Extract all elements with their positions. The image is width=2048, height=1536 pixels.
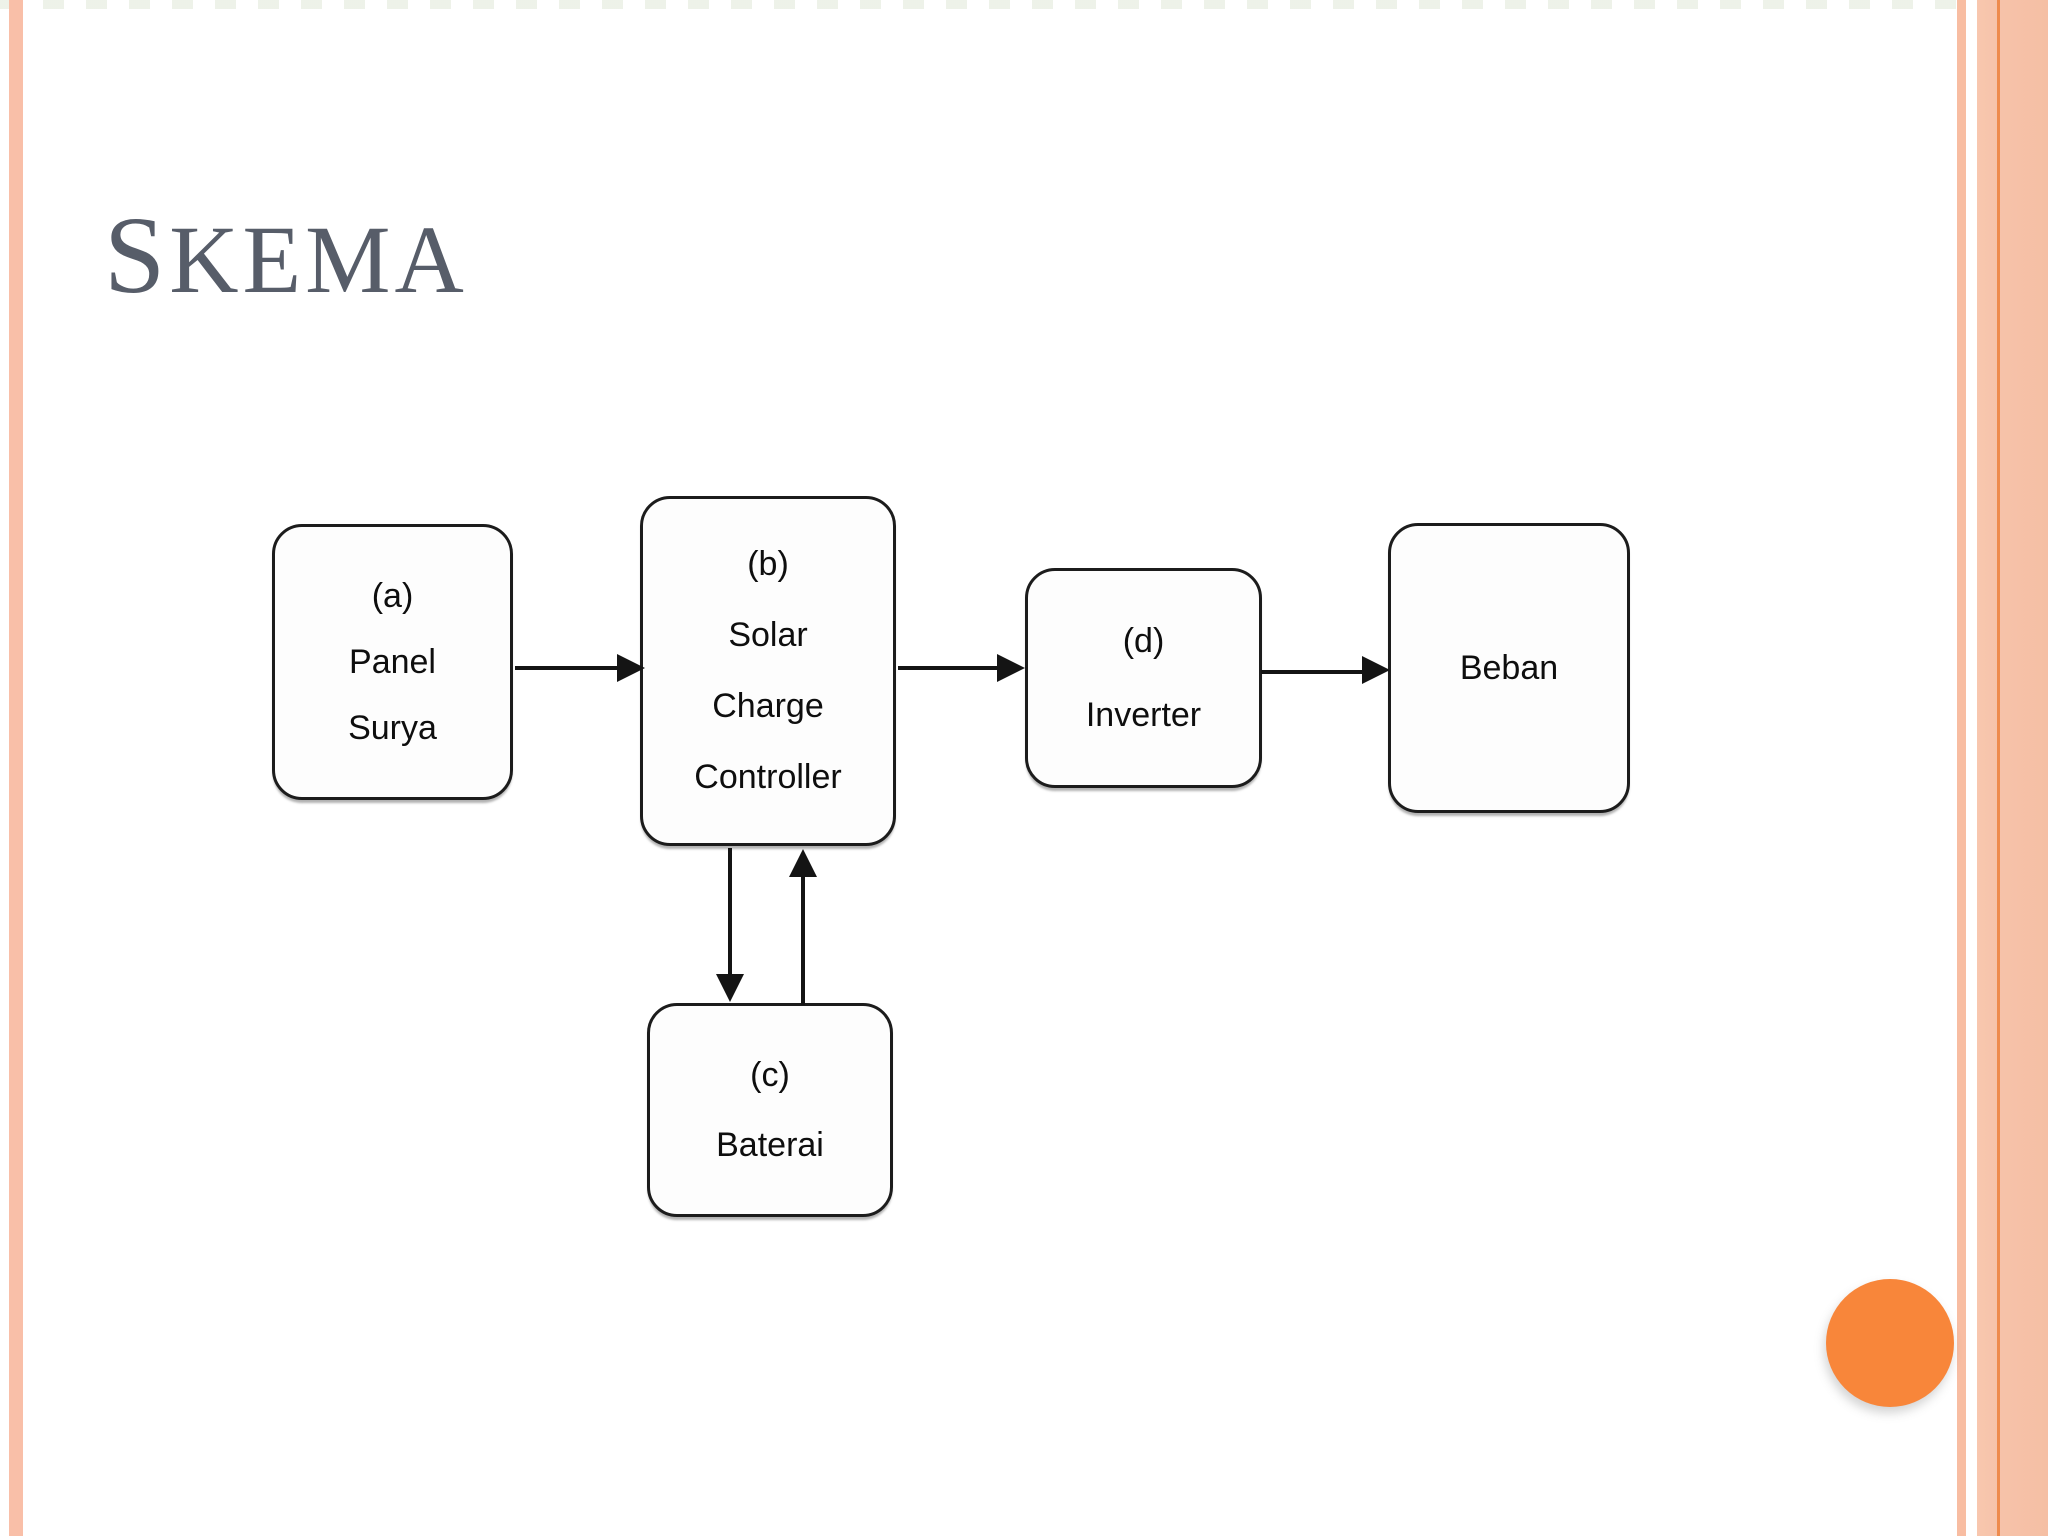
node-line: Surya [348, 709, 437, 747]
decorative-circle [1826, 1279, 1954, 1407]
arrow-line [515, 666, 619, 670]
node-line: (a) [371, 577, 414, 615]
node-line: Solar [728, 616, 808, 654]
left-border-stripe [9, 0, 23, 1536]
arrowhead-up-icon [789, 849, 817, 877]
diagram-node-panel-surya: (a) Panel Surya [272, 524, 513, 800]
node-line: Controller [694, 758, 842, 796]
arrowhead-right-icon [997, 654, 1025, 682]
node-line: (b) [747, 545, 789, 583]
node-line: Panel [349, 643, 436, 681]
top-dashed-border [0, 0, 1956, 9]
diagram-node-baterai: (c) Baterai [647, 1003, 893, 1217]
arrowhead-right-icon [1362, 656, 1390, 684]
node-line: Charge [712, 687, 824, 725]
arrow-line [1261, 670, 1364, 674]
node-line: Beban [1459, 649, 1559, 687]
node-line: (c) [750, 1056, 790, 1094]
arrow-line [898, 666, 999, 670]
diagram-node-inverter: (d) Inverter [1025, 568, 1262, 788]
node-line: Baterai [716, 1126, 824, 1164]
node-line: Inverter [1085, 696, 1202, 734]
diagram-node-solar-charge-controller: (b) Solar Charge Controller [640, 496, 896, 846]
right-border-band [1977, 0, 2048, 1536]
arrowhead-down-icon [716, 974, 744, 1002]
arrow-line [801, 875, 805, 1005]
accent-vertical-line [1997, 0, 2000, 1536]
right-thin-stripe [1957, 0, 1966, 1536]
diagram-node-beban: Beban [1388, 523, 1630, 813]
slide-title: SKEMA [104, 194, 468, 316]
node-line: (d) [1122, 622, 1165, 660]
arrowhead-right-icon [617, 654, 645, 682]
arrow-line [728, 848, 732, 976]
